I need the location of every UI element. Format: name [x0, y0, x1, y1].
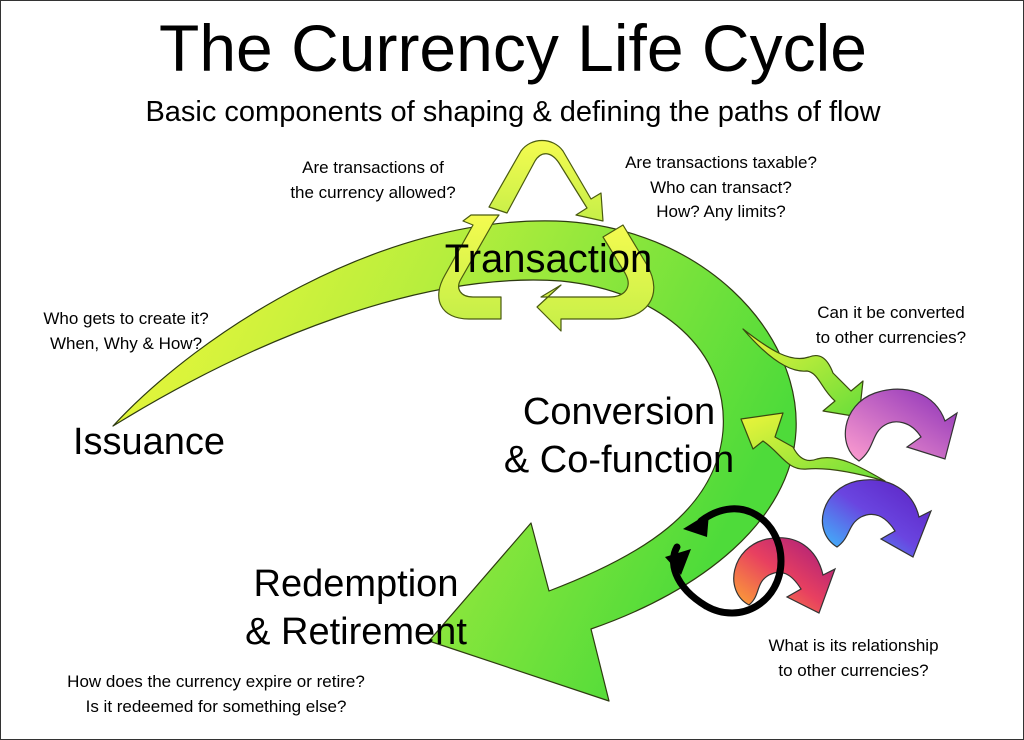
- stage-conversion-line1: Conversion: [522, 391, 716, 433]
- redeem-question-line2: Is it redeemed for something else?: [85, 696, 347, 716]
- relationship-question-line1: What is its relationship: [768, 636, 939, 655]
- stage-conversion-line2: & Co-function: [503, 438, 735, 481]
- transaction-taxable-question: Are transactions taxable? Who can transa…: [601, 151, 841, 225]
- redemption-question: How does the currency expire or retire? …: [31, 670, 401, 719]
- relationship-question-line2: to other currencies?: [778, 660, 929, 680]
- convert-question-line2: to other currencies?: [815, 327, 967, 347]
- issuance-question-line1: Who gets to create it?: [43, 309, 209, 328]
- stage-redemption-line2: & Retirement: [245, 610, 467, 653]
- issuance-question: Who gets to create it? When, Why & How?: [21, 307, 231, 356]
- stage-issuance-label: Issuance: [72, 421, 226, 463]
- diagram-subtitle: Basic components of shaping & defining t…: [145, 96, 881, 128]
- recycle-arrows-icon: [438, 139, 655, 332]
- stage-redemption-label: Redemption & Retirement: [216, 561, 496, 656]
- allowed-question-line1: Are transactions of: [302, 158, 444, 177]
- conversion-question: Can it be converted to other currencies?: [796, 301, 986, 350]
- taxable-question-line2: Who can transact?: [650, 177, 792, 197]
- convert-question-line1: Can it be converted: [817, 303, 965, 322]
- circular-arrow-icon: [665, 505, 785, 617]
- stage-transaction-label: Transaction: [444, 237, 653, 281]
- allowed-question-line2: the currency allowed?: [290, 182, 456, 202]
- stage-redemption-line1: Redemption: [253, 563, 459, 605]
- main-flow-arrow: [112, 220, 797, 702]
- stage-conversion-label: Conversion & Co-function: [479, 389, 759, 484]
- diagram-title: The Currency Life Cycle: [159, 11, 867, 85]
- cofunction-branch-arrow: [740, 412, 886, 482]
- redeem-question-line1: How does the currency expire or retire?: [67, 672, 365, 691]
- currency-icon-red: [733, 537, 837, 614]
- taxable-question-line1: Are transactions taxable?: [625, 153, 817, 172]
- transaction-allowed-question: Are transactions of the currency allowed…: [273, 156, 473, 205]
- taxable-question-line3: How? Any limits?: [656, 202, 786, 222]
- currency-icon-blue: [821, 479, 933, 558]
- issuance-question-line2: When, Why & How?: [49, 333, 203, 353]
- relationship-question: What is its relationship to other curren…: [741, 634, 966, 683]
- currency-icon-magenta: [844, 388, 958, 462]
